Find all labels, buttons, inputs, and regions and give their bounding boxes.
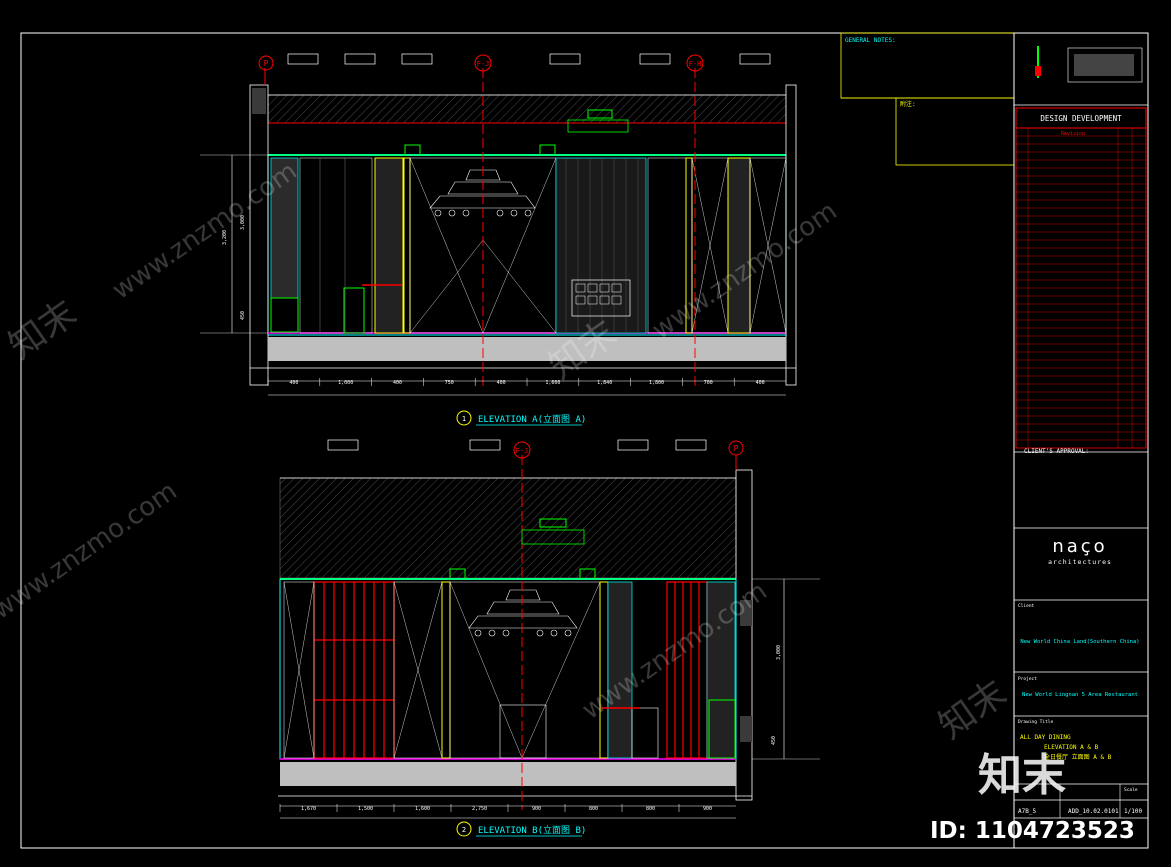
grid-label-a-1: P — [264, 59, 269, 68]
elevation-b — [278, 439, 820, 819]
dimension-label: 900 — [532, 806, 541, 812]
general-notes-block — [840, 32, 1015, 166]
dimension-label: 1,800 — [649, 380, 664, 386]
side-dim-a-3: 450 — [240, 311, 246, 320]
general-notes-title: GENERAL NOTES: — [845, 37, 896, 44]
grid-bubbles-b: F-J P — [513, 440, 744, 459]
dimension-label: 800 — [589, 806, 598, 812]
elevation-b-ceiling-hatch — [279, 477, 737, 579]
drawing-title-1: ALL DAY DINING — [1020, 734, 1071, 741]
title-block — [1013, 32, 1149, 849]
grid-label-a-3: F-H — [689, 60, 702, 68]
dimension-label: 1,840 — [597, 380, 612, 386]
elevation-a-chandelier — [429, 169, 536, 217]
grid-label-b-1: F-J — [516, 447, 529, 455]
dimension-label: 1,600 — [415, 806, 430, 812]
scale-value: 1/100 — [1124, 808, 1142, 815]
elevation-b-number: 2 — [462, 826, 466, 834]
dimension-label: 700 — [704, 380, 713, 386]
dimension-label: 1,670 — [301, 806, 316, 812]
elevation-a — [200, 53, 797, 396]
project-label: Project — [1018, 676, 1037, 682]
sheet-number: A7B_5 — [1018, 808, 1036, 815]
dimension-label: 900 — [703, 806, 712, 812]
watermark-overlay: www.znzmo.com www.znzmo.com www.znzmo.co… — [0, 156, 1014, 747]
dimension-label: 750 — [445, 380, 454, 386]
client-label: Client — [1018, 603, 1035, 609]
watermark-logo: 知末 — [978, 750, 1066, 801]
project-name: New World Lingnan 5 Area Restaurant — [1022, 692, 1138, 698]
watermark-brand-1: 知末 — [2, 292, 85, 367]
design-stage-label: DESIGN DEVELOPMENT — [1040, 114, 1122, 123]
dimension-label: 800 — [646, 806, 655, 812]
drawing-number: ADD_10.02.0101 — [1068, 808, 1119, 815]
drawing-title-cn: 全日餐厅 立面图 A & B — [1044, 753, 1112, 761]
elevation-b-red-screen-left — [313, 581, 395, 759]
client-approval-label: CLIENT'S APPROVAL: — [1024, 448, 1089, 455]
scale-label: Scale — [1124, 787, 1138, 793]
elevation-b-floor-band — [280, 762, 736, 786]
drawing-title-label: Drawing Title — [1018, 719, 1054, 725]
client-name: New World China Land(Southern China) — [1020, 639, 1139, 645]
firm-subtitle: architectures — [1048, 558, 1112, 566]
side-dim-a-2: 3,000 — [240, 215, 246, 230]
side-dim-a-1: 3,200 — [222, 230, 228, 245]
dimension-label: 1,500 — [358, 806, 373, 812]
grid-label-a-2: F-J — [477, 60, 490, 68]
notes-cn-title: 附注: — [900, 100, 916, 108]
dimension-label: 1,600 — [545, 380, 560, 386]
elevation-a-dimensions: 400 1,000 400 750 400 1,600 1,840 1,800 700 400 — [267, 378, 765, 386]
grid-bubbles-a: P F-J F-H — [258, 54, 704, 72]
elevation-a-ceiling-hatch — [267, 94, 787, 124]
dimension-label: 400 — [497, 380, 506, 386]
dimension-label: 1,000 — [338, 380, 353, 386]
elevation-a-floor-band — [268, 337, 786, 361]
key-plan — [1067, 47, 1143, 83]
dimension-label: 400 — [756, 380, 765, 386]
watermark-id: ID: 1104723523 — [930, 818, 1135, 844]
grid-label-b-2: P — [734, 444, 739, 453]
drawing-title-2: ELEVATION A & B — [1044, 744, 1099, 751]
elevation-b-chandelier — [468, 589, 578, 637]
dimension-label: 2,750 — [472, 806, 487, 812]
elevation-a-number: 1 — [462, 415, 466, 423]
dimension-label: 400 — [393, 380, 402, 386]
revision-header: Revision — [1061, 131, 1085, 137]
dimension-label: 400 — [289, 380, 298, 386]
watermark-site-4: www.znzmo.com — [0, 476, 183, 626]
elevation-b-dimensions: 1,670 1,500 1,600 2,750 900 800 800 900 — [279, 804, 712, 812]
firm-logo: naço — [1052, 536, 1107, 557]
side-dim-b-2: 450 — [771, 736, 777, 745]
side-dim-b-1: 3,000 — [776, 645, 782, 660]
watermark-brand-3: 知末 — [932, 672, 1015, 747]
elevation-b-title: ELEVATION B(立面图 B) — [478, 824, 586, 836]
elevation-a-title: ELEVATION A(立面图 A) — [478, 413, 586, 425]
